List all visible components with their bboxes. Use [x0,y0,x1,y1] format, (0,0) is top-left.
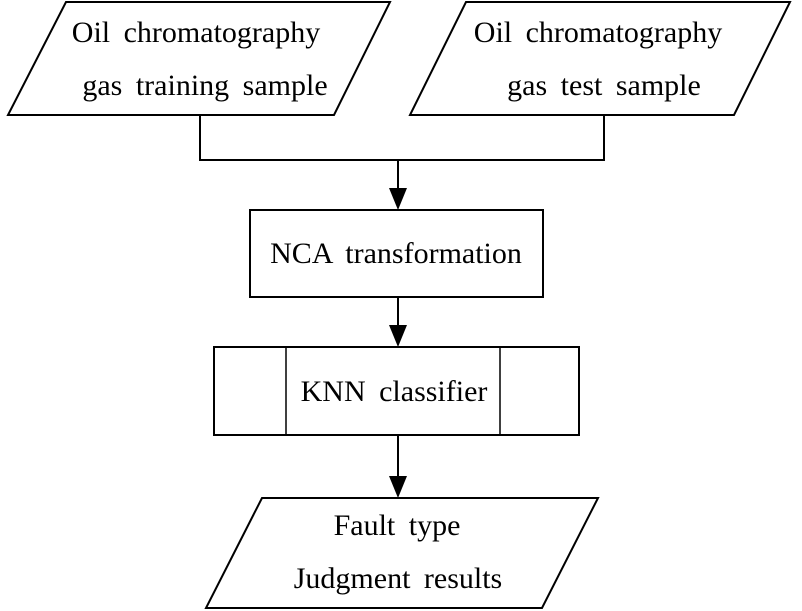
test-sample-label-line1: Oil chromatography [474,16,722,49]
test-sample-shape [408,1,792,116]
training-sample-shape [6,1,392,116]
merge-line [199,115,605,161]
merge-connector [199,115,605,210]
training-sample-label-line1: Oil chromatography [72,16,320,49]
nca-box [249,209,544,298]
result-label-line1: Fault type [334,509,461,542]
knn-node: KNN classifier [213,346,580,436]
nca-node: NCA transformation [249,209,544,298]
result-node: Fault type Judgment results [204,497,600,609]
arrowhead-to-knn [389,325,407,347]
test-sample-label-line2: gas test sample [507,69,701,102]
knn-label: KNN classifier [301,375,488,408]
test-sample-node: Oil chromatography gas test sample [408,1,792,116]
nca-to-knn-connector [389,297,407,347]
result-label-line2: Judgment results [294,562,503,595]
training-sample-node: Oil chromatography gas training sample [6,1,392,116]
result-shape [204,497,600,609]
arrowhead-to-nca [389,188,407,210]
nca-label: NCA transformation [270,237,522,270]
arrowhead-to-result [389,476,407,498]
knn-box [213,346,580,436]
knn-to-result-connector [389,435,407,498]
training-sample-label-line2: gas training sample [82,69,327,102]
